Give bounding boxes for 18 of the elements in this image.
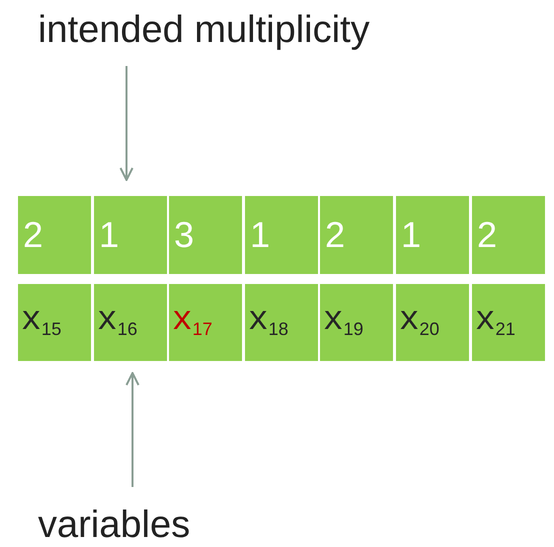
variable-cell: x$_{18}$ bbox=[245, 284, 318, 361]
multiplicity-cell: 1 bbox=[396, 196, 469, 274]
multiplicity-cell: 1 bbox=[94, 196, 167, 274]
multiplicity-cell: 2 bbox=[18, 196, 91, 274]
variable-cell: x$_{19}$ bbox=[320, 284, 393, 361]
multiplicity-cell: 3 bbox=[169, 196, 242, 274]
multiplicity-cell: 2 bbox=[320, 196, 393, 274]
multiplicity-cell: 2 bbox=[472, 196, 545, 274]
variable-cell: x$_{16}$ bbox=[94, 284, 167, 361]
arrow bbox=[120, 66, 134, 181]
arrow bbox=[126, 372, 140, 487]
variable-cell: x$_{20}$ bbox=[396, 284, 469, 361]
caption-text: intended multiplicity bbox=[38, 8, 370, 52]
variable-cell: x$_{17}$ bbox=[169, 284, 242, 361]
caption-text: variables bbox=[38, 503, 190, 547]
multiplicity-cell: 1 bbox=[245, 196, 318, 274]
variable-cell: x$_{21}$ bbox=[472, 284, 545, 361]
variable-cell: x$_{15}$ bbox=[18, 284, 91, 361]
